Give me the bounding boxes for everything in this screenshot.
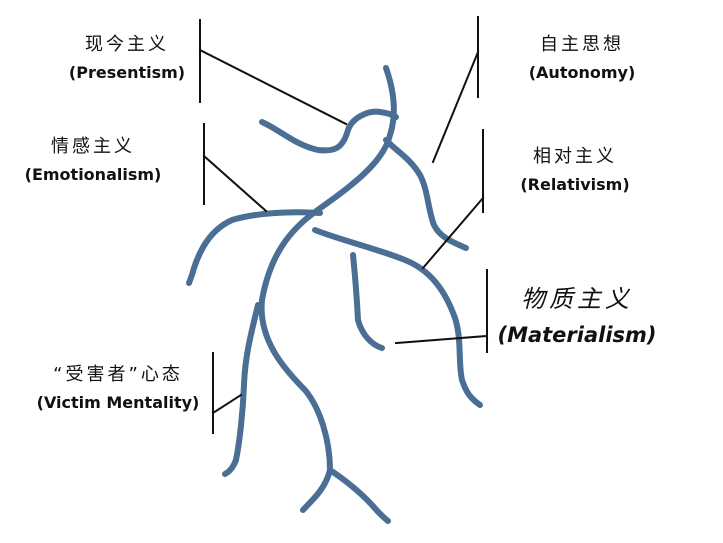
branch-lower-left [222, 302, 261, 477]
connector-emotionalism [202, 154, 268, 213]
label-autonomy-zh: 自主思想 [540, 34, 624, 55]
label-relativism-zh: 相对主义 [533, 146, 617, 167]
label-presentism: 现今主义 (Presentism) [58, 34, 196, 83]
label-victim-mentality: “受害者”心态 (Victim Mentality) [18, 364, 218, 413]
label-materialism-en: (Materialism) [497, 323, 657, 347]
label-relativism: 相对主义 (Relativism) [506, 146, 644, 195]
connector-autonomy [431, 50, 480, 164]
label-materialism: 物质主义 (Materialism) [488, 284, 666, 348]
branch-right-middle [312, 227, 483, 408]
label-autonomy-en: (Autonomy) [528, 62, 636, 82]
label-emotionalism-en: (Emotionalism) [24, 164, 162, 184]
connector-presentism [198, 48, 348, 126]
branch-top-left [259, 108, 399, 154]
label-presentism-en: (Presentism) [68, 62, 186, 82]
label-relativism-en: (Relativism) [520, 174, 630, 194]
tree-branches [186, 65, 483, 524]
connector-lines [198, 16, 489, 434]
branch-bottom-twig [327, 467, 391, 524]
branch-left-arm [186, 209, 323, 286]
connector-relativism [421, 196, 485, 270]
label-emotionalism: 情感主义 (Emotionalism) [8, 136, 178, 185]
label-emotionalism-zh: 情感主义 [51, 136, 135, 157]
label-victim-mentality-zh: “受害者”心态 [53, 364, 183, 385]
label-materialism-zh: 物质主义 [521, 285, 633, 313]
label-victim-mentality-en: (Victim Mentality) [36, 392, 200, 412]
label-autonomy: 自主思想 (Autonomy) [512, 34, 652, 83]
connector-materialism [394, 334, 489, 345]
branch-inner [350, 252, 385, 351]
connector-victim [211, 393, 243, 415]
label-presentism-zh: 现今主义 [85, 34, 169, 55]
branch-trunk [258, 65, 397, 513]
